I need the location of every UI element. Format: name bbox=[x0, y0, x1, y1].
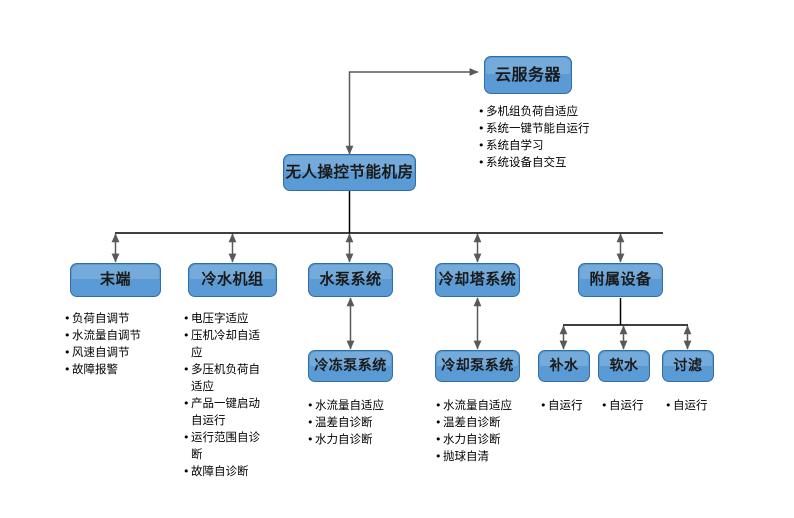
bullets-cloud-server: 多机组负荷自适应系统一键节能自运行系统自学习系统设备自交互 bbox=[478, 103, 628, 171]
node-soft-water[interactable]: 软水 bbox=[598, 350, 650, 382]
bullet-item: 电压字适应 bbox=[183, 310, 267, 327]
node-soft-water-label: 软水 bbox=[609, 357, 639, 374]
bullet-item: 水流量自适应 bbox=[307, 397, 427, 414]
node-chilled-water-pump-system[interactable]: 冷冻泵系统 bbox=[308, 350, 393, 382]
node-cooling-tower-label: 冷却塔系统 bbox=[438, 270, 517, 289]
bullet-item: 多压机负荷自适应 bbox=[183, 361, 267, 395]
connector-accessory-branch bbox=[559, 298, 692, 350]
bullet-item: 运行范围自诊断 bbox=[183, 429, 267, 463]
bullet-item: 故障自诊断 bbox=[183, 463, 267, 480]
bullets-chilled-water-pump-system: 水流量自适应温差自诊断水力自诊断 bbox=[307, 397, 427, 448]
node-main-label: 无人操控节能机房 bbox=[285, 163, 414, 182]
bullet-item: 温差自诊断 bbox=[307, 414, 427, 431]
bullet-item: 风速自调节 bbox=[64, 344, 176, 361]
node-accessory-equipment[interactable]: 附属设备 bbox=[578, 263, 663, 297]
bullet-item: 自运行 bbox=[540, 397, 600, 414]
node-makeup-water-label: 补水 bbox=[549, 357, 579, 374]
node-terminal[interactable]: 末端 bbox=[70, 263, 161, 297]
node-makeup-water[interactable]: 补水 bbox=[538, 350, 590, 382]
node-filter-label: 讨滤 bbox=[673, 357, 703, 374]
bullet-item: 自运行 bbox=[665, 397, 725, 414]
node-cooling-water-pump-system[interactable]: 冷却泵系统 bbox=[435, 350, 520, 382]
bullet-item: 负荷自调节 bbox=[64, 310, 176, 327]
node-pump-system[interactable]: 水泵系统 bbox=[308, 263, 393, 297]
node-accessory-label: 附属设备 bbox=[589, 270, 652, 289]
bullet-item: 水力自诊断 bbox=[435, 431, 555, 448]
bullet-item: 系统设备自交互 bbox=[478, 154, 628, 171]
bullets-terminal: 负荷自调节水流量自调节风速自调节故障报警 bbox=[64, 310, 176, 378]
bullet-item: 压机冷却自适应 bbox=[183, 327, 267, 361]
bullet-item: 水流量自适应 bbox=[435, 397, 555, 414]
bullet-item: 多机组负荷自适应 bbox=[478, 103, 628, 120]
bullet-item: 抛球自清 bbox=[435, 448, 555, 465]
bullets-soft-water: 自运行 bbox=[601, 397, 661, 414]
bullet-item: 水力自诊断 bbox=[307, 431, 427, 448]
bullets-chiller-unit: 电压字适应压机冷却自适应多压机负荷自适应产品一键启动自运行运行范围自诊断故障自诊… bbox=[183, 310, 267, 480]
node-terminal-label: 末端 bbox=[99, 270, 131, 289]
node-cooling-pump-label: 冷却泵系统 bbox=[441, 357, 514, 374]
bullet-item: 故障报警 bbox=[64, 361, 176, 378]
node-chiller-label: 冷水机组 bbox=[201, 270, 264, 289]
node-chiller-unit[interactable]: 冷水机组 bbox=[188, 263, 277, 297]
node-chilled-pump-label: 冷冻泵系统 bbox=[314, 357, 387, 374]
bullets-filter: 自运行 bbox=[665, 397, 725, 414]
node-cooling-tower-system[interactable]: 冷却塔系统 bbox=[435, 263, 520, 297]
bullet-item: 水流量自调节 bbox=[64, 327, 176, 344]
connector-main-to-cloud bbox=[345, 68, 479, 155]
bullet-item: 产品一键启动自运行 bbox=[183, 395, 267, 429]
connector-main-to-bus bbox=[115, 191, 663, 234]
bullet-item: 温差自诊断 bbox=[435, 414, 555, 431]
bullet-item: 系统一键节能自运行 bbox=[478, 120, 628, 137]
node-cloud-server-label: 云服务器 bbox=[494, 64, 561, 84]
bullets-makeup-water: 自运行 bbox=[540, 397, 600, 414]
connector-bus-drops bbox=[111, 233, 625, 263]
node-cloud-server[interactable]: 云服务器 bbox=[484, 56, 572, 94]
bullets-cooling-water-pump-system: 水流量自适应温差自诊断水力自诊断抛球自清 bbox=[435, 397, 555, 465]
bullet-item: 系统自学习 bbox=[478, 137, 628, 154]
node-unmanned-energy-saving-room[interactable]: 无人操控节能机房 bbox=[283, 154, 416, 191]
node-filter[interactable]: 讨滤 bbox=[662, 350, 714, 382]
node-pump-system-label: 水泵系统 bbox=[319, 270, 382, 289]
bullet-item: 自运行 bbox=[601, 397, 661, 414]
